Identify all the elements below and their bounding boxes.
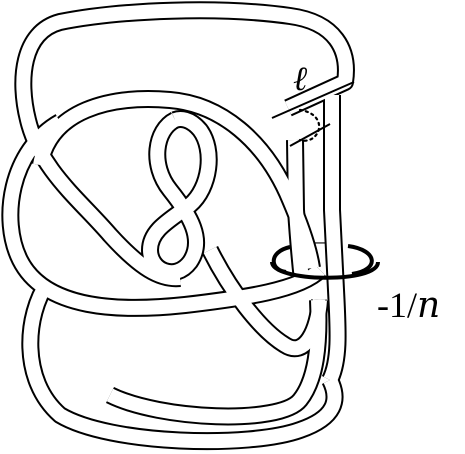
cut-edge-upper xyxy=(271,81,355,119)
surgery-coefficient-label: -1/n xyxy=(377,285,440,326)
surgery-curve-front xyxy=(270,261,380,280)
sign-label: – xyxy=(313,228,326,253)
surgery-curve-group: – xyxy=(270,228,380,280)
coefficient-variable: n xyxy=(417,285,440,326)
coefficient-prefix: -1/ xyxy=(377,285,417,325)
ell-label: ℓ xyxy=(293,59,307,99)
band-cut-edges xyxy=(271,81,355,147)
band-interiors xyxy=(3,3,353,449)
cut-edge-lower xyxy=(289,123,331,147)
ell-dotted-arc xyxy=(298,108,321,142)
